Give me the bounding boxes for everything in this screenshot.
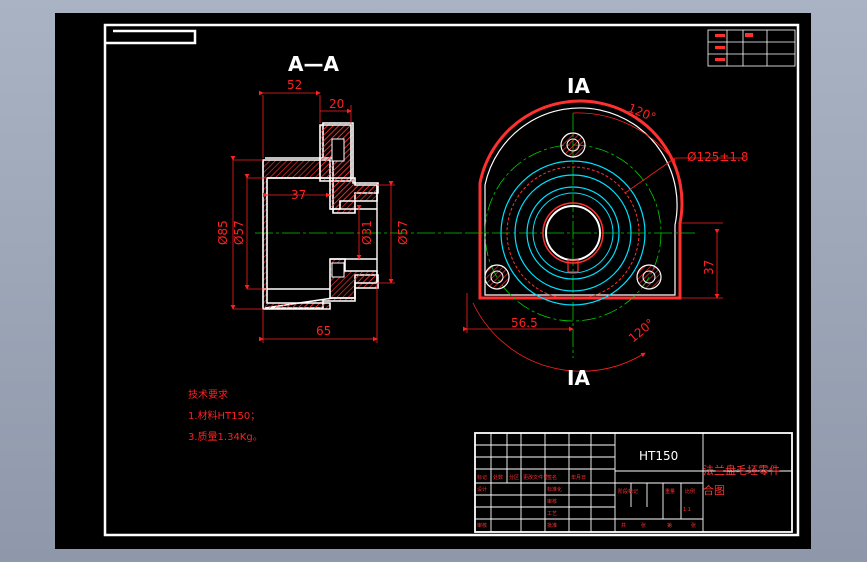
ring-4	[526, 186, 620, 280]
dim-phi85: Ø85	[216, 220, 230, 245]
svg-text:处数: 处数	[493, 474, 503, 481]
dim-phi31: Ø31	[360, 220, 374, 245]
svg-text:批准: 批准	[547, 522, 557, 529]
section-dimension-lines	[230, 90, 395, 343]
bolt-hole-left-inner	[490, 270, 504, 284]
title-drawing-type: 合图	[703, 483, 725, 497]
ring-3	[514, 174, 632, 292]
section-dimension-texts: 52 20 37 Ø85 Ø57 Ø31 Ø57 65	[216, 78, 410, 338]
svg-text:分区: 分区	[509, 474, 519, 481]
change-table-marks	[715, 33, 753, 61]
section-title: A—A	[288, 52, 339, 76]
svg-text:阶段标记: 阶段标记	[618, 488, 638, 495]
section-mark-top: IA	[567, 74, 590, 98]
svg-text:第: 第	[667, 522, 672, 529]
drawing-sheet: A—A 52 2	[103, 23, 800, 537]
dim-56-5: 56.5	[511, 316, 538, 330]
requirements-line2: 3.质量1.34Kg。	[188, 431, 263, 443]
svg-text:张: 张	[691, 522, 696, 529]
change-table	[707, 29, 796, 67]
ring-2	[506, 166, 640, 300]
dim-bolt-circle: Ø125±1.8	[687, 150, 749, 164]
svg-text:更改文件号: 更改文件号	[523, 474, 548, 481]
central-bore-hatch	[542, 202, 604, 264]
svg-text:工艺: 工艺	[547, 511, 557, 517]
title-part-name: 法兰盘毛坯零件	[703, 463, 780, 477]
svg-text:标准化: 标准化	[547, 486, 562, 493]
drawing-frame	[103, 23, 800, 537]
section-mark-bottom: IA	[567, 366, 590, 390]
ring-1	[500, 160, 646, 306]
svg-text:张: 张	[641, 522, 646, 529]
requirements-line1: 1.材料HT150；	[188, 409, 260, 422]
svg-text:审核: 审核	[547, 498, 557, 505]
svg-text:重量: 重量	[665, 488, 675, 495]
svg-text:标记: 标记	[477, 474, 487, 481]
front-view	[465, 99, 695, 358]
section-bolt-hole	[331, 138, 345, 162]
bolt-hole-top-inner	[566, 138, 580, 152]
front-dimension-lines	[463, 112, 745, 372]
dim-right-37: 37	[702, 260, 716, 275]
svg-text:年月日: 年月日	[571, 474, 586, 481]
title-block	[474, 432, 793, 533]
section-bolt-hole-lower	[331, 262, 345, 278]
dim-65: 65	[316, 324, 331, 338]
dim-angle-bottom: 120°	[626, 316, 657, 345]
svg-text:签名: 签名	[547, 474, 557, 481]
dim-20: 20	[329, 97, 344, 111]
title-material: HT150	[639, 449, 678, 463]
bolt-hole-top	[560, 132, 586, 158]
svg-text:审核: 审核	[477, 522, 487, 529]
section-inner-outline	[267, 177, 378, 290]
section-wall-bottom	[262, 288, 331, 310]
svg-text:设计: 设计	[477, 486, 487, 493]
bolt-hole-left	[484, 264, 510, 290]
code-box	[105, 29, 197, 45]
dim-phi57-right: Ø57	[396, 220, 410, 245]
key-slot	[567, 259, 579, 273]
cad-viewport[interactable]: A—A 52 2	[55, 13, 811, 549]
dim-52: 52	[287, 78, 302, 92]
front-outline-hatch	[478, 99, 684, 300]
front-outline	[484, 107, 678, 296]
ring-5	[532, 192, 614, 274]
svg-text:共: 共	[621, 522, 626, 529]
tech-requirements: 技术要求 1.材料HT150； 3.质量1.34Kg。	[188, 388, 263, 443]
svg-text:1:1: 1:1	[683, 507, 691, 513]
bolt-hole-right-inner	[642, 270, 656, 284]
dim-37: 37	[291, 188, 306, 202]
title-block-labels: 标记处数分区 更改文件号签名年月日 标准化审核工艺批准 设计审核 阶段标记重量比…	[477, 474, 696, 529]
bolt-hole-right	[636, 264, 662, 290]
dim-phi57-left: Ø57	[232, 220, 246, 245]
svg-text:比例: 比例	[685, 488, 695, 495]
requirements-title: 技术要求	[188, 388, 228, 401]
